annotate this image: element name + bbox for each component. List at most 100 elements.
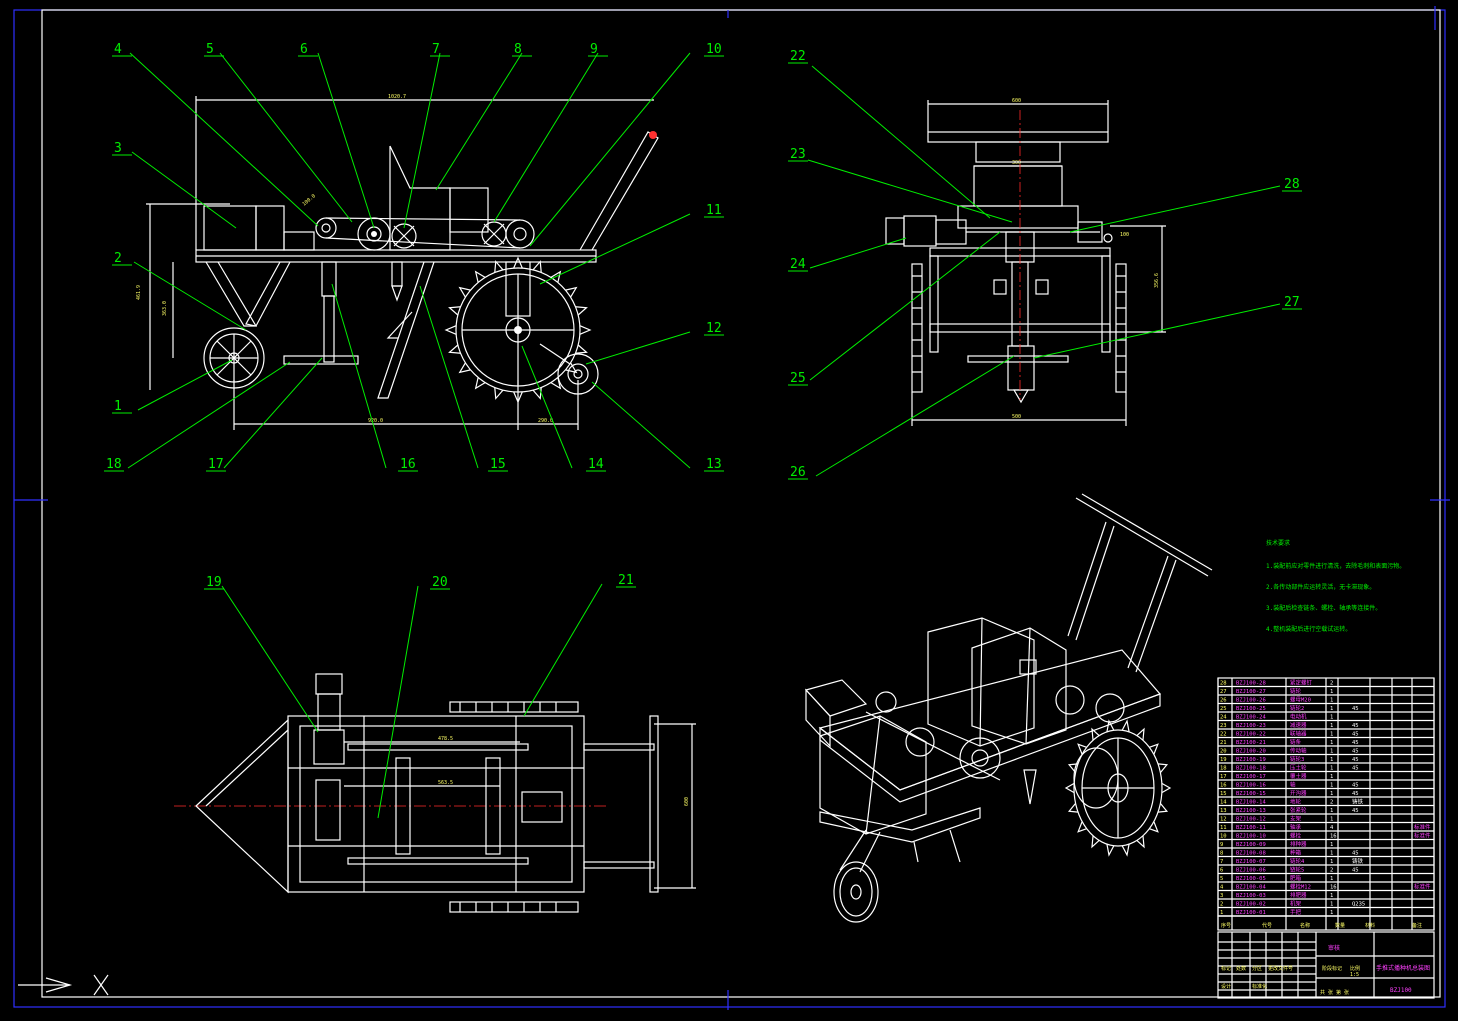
bom-cell: 机架 (1290, 900, 1302, 908)
front-view: 1020.7 461.9 363.0 920.0 290.0 100.0 (136, 94, 659, 430)
callout-label: 21 (618, 573, 634, 588)
bom-cell: BZJ100-16 (1236, 783, 1266, 789)
svg-text:材料: 材料 (1365, 922, 1375, 929)
bom-cell: 链条 (1290, 738, 1302, 746)
iso-wheel-tooth (1136, 835, 1145, 849)
bom-cell: 27 (1220, 689, 1227, 695)
bom-cell: 45 (1352, 783, 1359, 789)
bom-cell: 1 (1330, 876, 1333, 882)
svg-text:备注: 备注 (1412, 922, 1422, 929)
tech-notes: 技术要求 1.装配前应对零件进行清洗，去除毛刺和表面污物。 2.各传动部件应运转… (1266, 539, 1405, 633)
bom-cell: 轴承 (1290, 823, 1302, 831)
bom-cell: 1 (1330, 859, 1333, 865)
bom-cell: 45 (1352, 740, 1359, 746)
callout-leader (521, 345, 573, 469)
bom-cell: 9 (1220, 842, 1223, 848)
bom-cell: BZJ100-22 (1236, 732, 1266, 738)
bom-cell: BZJ100-06 (1236, 868, 1266, 874)
bom-cell: BZJ100-09 (1236, 842, 1266, 848)
callout-label: 18 (106, 457, 122, 472)
wheel-tooth (532, 260, 542, 273)
bom-cell: 覆土器 (1290, 772, 1307, 780)
callout-label: 3 (114, 141, 122, 156)
bom-cell: 1 (1330, 783, 1333, 789)
wheel-tooth (474, 270, 486, 283)
bom-cell: 铸铁 (1352, 798, 1364, 806)
callout-label: 13 (706, 457, 722, 472)
bom-cell: 10 (1220, 834, 1227, 840)
stage-label: 阶段标记 (1322, 965, 1342, 972)
bom-cell: 45 (1352, 766, 1359, 772)
top-view: 600 478.5 563.5 (174, 673, 696, 913)
bom-cell: 1 (1330, 749, 1333, 755)
top-inner-dim: 478.5 (438, 736, 453, 742)
bom-cell: 2 (1220, 902, 1223, 908)
wheel-tooth (513, 391, 523, 404)
callout-label: 10 (706, 42, 722, 57)
callout-leader (1033, 303, 1281, 359)
callout-leader (131, 151, 237, 229)
front-bottom2-dim: 290.0 (538, 418, 553, 424)
bom-cell: 45 (1352, 749, 1359, 755)
bom-cell: 1 (1330, 808, 1333, 814)
bom-cell: 45 (1352, 732, 1359, 738)
callout-leader (331, 283, 387, 469)
callout-leader (377, 585, 419, 819)
bom-cell: BZJ100-14 (1236, 800, 1266, 806)
bom-cell: 23 (1220, 723, 1227, 729)
svg-text:名称: 名称 (1300, 922, 1310, 929)
bom-cell: 25 (1220, 706, 1227, 712)
bom-cell: 45 (1352, 808, 1359, 814)
bom-cell: 支架 (1290, 815, 1302, 823)
sheet-count: 共 张 第 张 (1320, 989, 1349, 996)
side-top-dim: 600 (1012, 98, 1021, 104)
iso-wheel-tooth (1157, 803, 1169, 813)
callout-leader (809, 231, 1001, 381)
bom-cell: BZJ100-10 (1236, 834, 1266, 840)
side-inner-dim: 300 (1012, 160, 1021, 166)
callout-leader (317, 52, 375, 229)
bom-cell: 标准件 (1414, 883, 1431, 891)
wheel-tooth (458, 286, 471, 298)
wheel-tooth (575, 306, 588, 316)
bom-cell: 1 (1220, 910, 1223, 916)
callout-leader (493, 52, 599, 223)
callout-label: 6 (300, 42, 308, 57)
title-block-label: 审核 (1328, 944, 1340, 952)
bom-cell: 排肥器 (1290, 891, 1307, 899)
bom-cell: BZJ100-20 (1236, 749, 1266, 755)
bom-cell: Q235 (1352, 902, 1365, 908)
bom-cell: 1 (1330, 698, 1333, 704)
tech-note-3: 3.装配后检查链条、螺栓、轴承等连接件。 (1266, 604, 1381, 612)
iso-wheel-tooth (1161, 782, 1172, 794)
bom-cell: 张紧轮 (1290, 806, 1307, 814)
bom-cell: 8 (1220, 851, 1223, 857)
bom-cell: 电动机 (1290, 713, 1307, 721)
bom-cell: BZJ100-19 (1236, 757, 1266, 763)
wheel-tooth (494, 260, 504, 273)
bom-cell: 18 (1220, 766, 1227, 772)
callout-label: 27 (1284, 295, 1300, 310)
bom-cell: 11 (1220, 825, 1227, 831)
bom-cell: 16 (1330, 885, 1337, 891)
bom-cell: 45 (1352, 706, 1359, 712)
bom-cell: 26 (1220, 698, 1227, 704)
svg-text:处数: 处数 (1236, 965, 1246, 972)
callout-leader (127, 361, 291, 469)
iso-wheel-teeth (1064, 719, 1172, 857)
svg-text:数量: 数量 (1335, 922, 1345, 929)
bom-cell: 1 (1330, 910, 1333, 916)
bom-cell: BZJ100-11 (1236, 825, 1266, 831)
callout-label: 9 (590, 42, 598, 57)
bom-cell: 1 (1330, 766, 1333, 772)
side-height-dim: 356.6 (1154, 273, 1160, 288)
callout-label: 24 (790, 257, 806, 272)
bom-cell: 1 (1330, 893, 1333, 899)
bom-cell: 1 (1330, 706, 1333, 712)
wheel-tooth (550, 377, 562, 390)
bom-cell: 1 (1330, 732, 1333, 738)
bom-cell: BZJ100-21 (1236, 740, 1266, 746)
front-slant-dim: 100.0 (301, 193, 316, 207)
